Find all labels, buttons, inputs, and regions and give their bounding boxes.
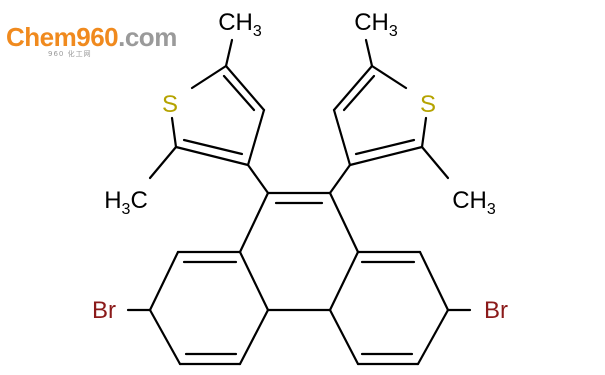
bromine-right-label: Br: [484, 297, 508, 324]
bond: [224, 64, 266, 112]
bond: [182, 138, 244, 156]
watermark-domain: .com: [118, 22, 177, 52]
bonds: [126, 38, 472, 366]
bond: [328, 308, 360, 366]
bond: [238, 191, 270, 254]
methyl-top-left-label: CH3: [218, 9, 262, 40]
watermark-brand: hem960: [24, 22, 119, 52]
bond: [238, 308, 270, 366]
bond: [420, 116, 428, 149]
sulfur-left-label: S: [162, 91, 178, 118]
bond: [148, 145, 178, 180]
bond: [190, 64, 228, 90]
methyl-top-right-label: CH3: [354, 9, 398, 40]
bond: [174, 145, 250, 167]
bromine-left-label: Br: [92, 297, 116, 324]
bond: [148, 250, 180, 312]
chem960-watermark-logo: Chem960.com 960 化工网: [6, 22, 177, 58]
bond: [328, 191, 360, 254]
c-logo-icon: C: [6, 22, 25, 52]
watermark-text: Chem960.com: [6, 22, 177, 53]
bond: [370, 64, 408, 90]
bond: [348, 145, 424, 167]
bond: [364, 38, 374, 68]
bond: [416, 308, 450, 366]
bond: [420, 145, 450, 180]
bond: [418, 250, 450, 312]
methyl-mid-left-label: H3C: [104, 187, 148, 218]
bond: [246, 163, 270, 195]
bond: [342, 74, 376, 112]
watermark-subtitle: 960 化工网: [48, 50, 92, 58]
atom-labels: S S Br Br CH3 CH3 H3C CH3: [92, 9, 508, 324]
bond: [332, 108, 352, 167]
bond: [332, 64, 374, 112]
sulfur-right-label: S: [420, 91, 436, 118]
bond: [238, 250, 270, 312]
bond: [246, 108, 266, 167]
bond: [170, 116, 178, 149]
bond: [354, 138, 416, 156]
bond: [224, 38, 234, 68]
bond: [222, 74, 256, 112]
bond: [328, 250, 360, 312]
bond: [328, 163, 352, 195]
bond: [148, 308, 182, 366]
methyl-mid-right-label: CH3: [452, 187, 496, 218]
